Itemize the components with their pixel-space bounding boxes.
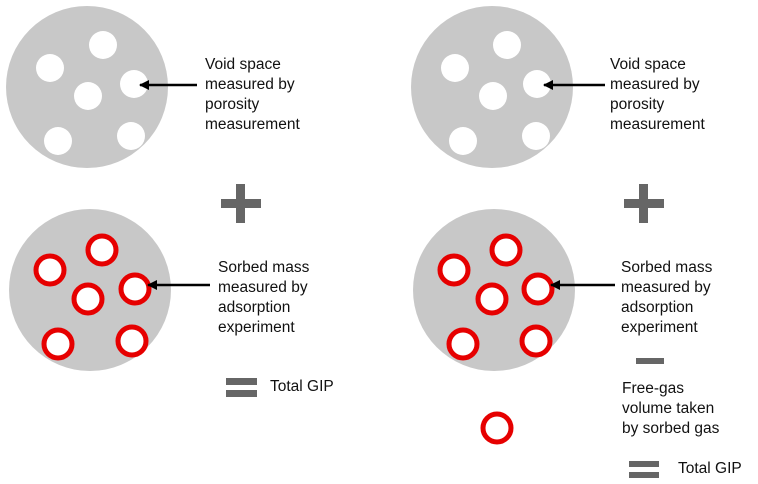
label-line: measured by xyxy=(610,76,700,93)
void-space-label: Void space measured by porosity measurem… xyxy=(205,55,300,135)
right-panel xyxy=(411,6,664,478)
pore xyxy=(36,54,64,82)
pore xyxy=(493,31,521,59)
label-line: volume taken xyxy=(622,400,715,417)
pore xyxy=(449,127,477,155)
pore xyxy=(120,70,148,98)
label-line: Sorbed mass xyxy=(218,259,310,276)
left-panel xyxy=(6,6,261,397)
sorbed-pore xyxy=(519,324,553,358)
sorbed-pore xyxy=(446,327,480,361)
label-line: porosity xyxy=(610,96,665,113)
sorbed-pore xyxy=(71,282,105,316)
sorbed-mass-label: Sorbed mass measured by adsorption exper… xyxy=(621,258,712,338)
sorbed-pore xyxy=(118,272,152,306)
label-line: experiment xyxy=(218,319,295,336)
label-line: Void space xyxy=(205,56,281,73)
free-gas-label: Free-gas volume taken by sorbed gas xyxy=(622,379,719,439)
void-space-label: Void space measured by porosity measurem… xyxy=(610,55,705,135)
sorbed-pore xyxy=(475,282,509,316)
label-line: measurement xyxy=(610,116,705,133)
label-line: measured by xyxy=(621,279,711,296)
plus-operator xyxy=(624,184,664,223)
pore xyxy=(441,54,469,82)
label-line: measurement xyxy=(205,116,300,133)
pore xyxy=(44,127,72,155)
total-gip-label: Total GIP xyxy=(678,460,742,477)
equals-operator xyxy=(629,461,659,478)
pore xyxy=(89,31,117,59)
free-gas-pore xyxy=(480,411,514,445)
label-line: measured by xyxy=(218,279,308,296)
label-line: measured by xyxy=(205,76,295,93)
sorbed-pore xyxy=(489,233,523,267)
sorbed-pore xyxy=(115,324,149,358)
sorbed-pore xyxy=(437,253,471,287)
equals-operator xyxy=(226,378,257,397)
sorbed-mass-label: Sorbed mass measured by adsorption exper… xyxy=(218,258,309,338)
label-line: Free-gas xyxy=(622,380,685,397)
sorbed-pore xyxy=(33,253,67,287)
label-line: adsorption xyxy=(621,299,694,316)
pore xyxy=(117,122,145,150)
label-line: porosity xyxy=(205,96,260,113)
pore xyxy=(74,82,102,110)
sorbed-pore xyxy=(85,233,119,267)
sorbed-pore xyxy=(41,327,75,361)
label-line: by sorbed gas xyxy=(622,420,720,437)
label-line: adsorption xyxy=(218,299,291,316)
label-line: Void space xyxy=(610,56,686,73)
pore xyxy=(522,122,550,150)
pore xyxy=(523,70,551,98)
label-line: Sorbed mass xyxy=(621,259,713,276)
label-line: experiment xyxy=(621,319,698,336)
sorbed-pore xyxy=(521,272,555,306)
plus-operator xyxy=(221,184,261,223)
total-gip-label: Total GIP xyxy=(270,378,334,395)
pore xyxy=(479,82,507,110)
minus-operator xyxy=(636,358,664,364)
